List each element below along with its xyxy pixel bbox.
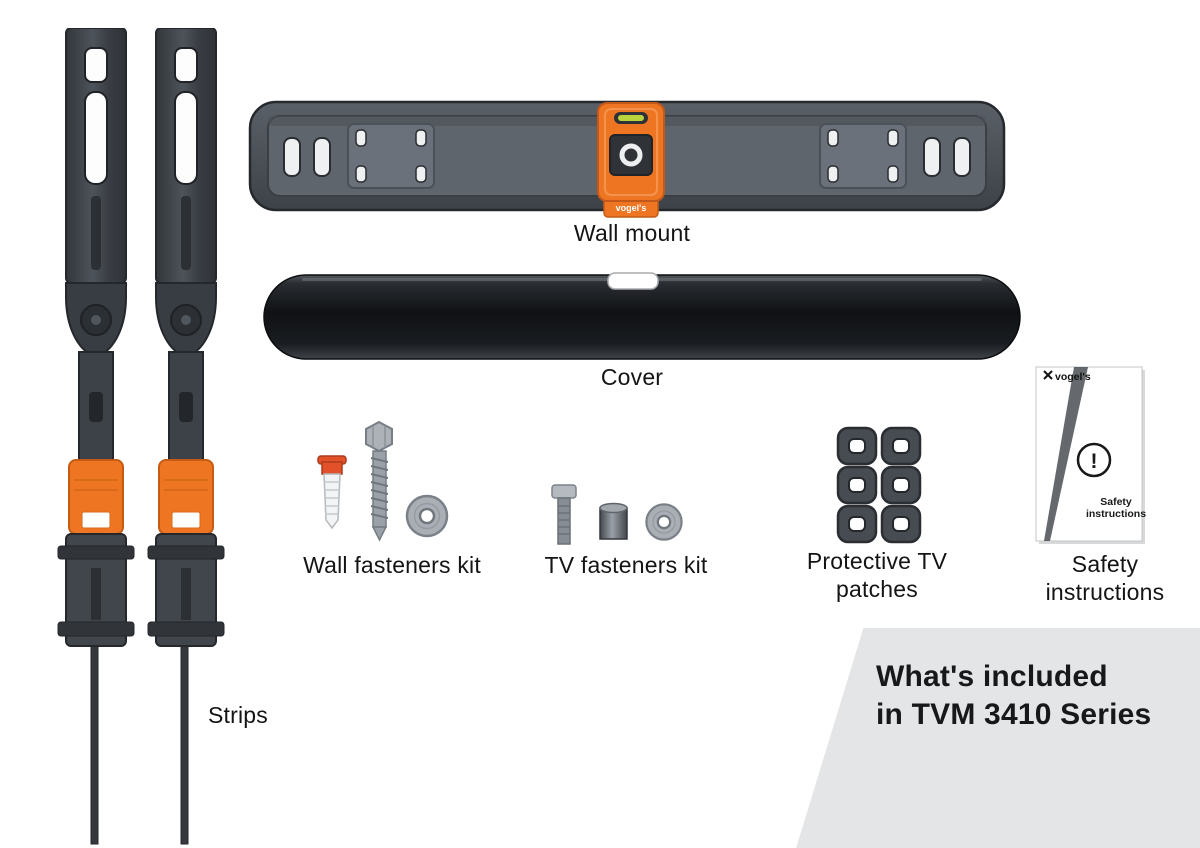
wall-mount-plate-left bbox=[347, 123, 435, 189]
strips-label: Strips bbox=[208, 702, 268, 728]
cover-illustration bbox=[263, 272, 1021, 360]
wall-mount-center-bracket: vogel's bbox=[597, 102, 665, 218]
wall-plug bbox=[317, 455, 347, 530]
cover-label: Cover bbox=[600, 364, 664, 390]
brand-x-icon bbox=[1043, 370, 1053, 380]
tv-spacer bbox=[599, 502, 628, 540]
wall-mount-plate-right bbox=[819, 123, 907, 189]
wall-fasteners-illustration bbox=[317, 420, 449, 542]
leaflet-title-line2: instructions bbox=[1086, 508, 1146, 520]
included-banner: What's included in TVM 3410 Series bbox=[796, 628, 1200, 848]
tv-fasteners-label: TV fasteners kit bbox=[544, 552, 708, 578]
protective-patches-illustration bbox=[836, 426, 922, 544]
tv-patch bbox=[836, 504, 878, 544]
warning-icon bbox=[1076, 442, 1112, 478]
banner-text: What's included in TVM 3410 Series bbox=[876, 658, 1151, 734]
cover-notch bbox=[607, 272, 659, 290]
tv-patch bbox=[836, 426, 878, 466]
tv-patch bbox=[880, 465, 922, 505]
leaflet-fold bbox=[1044, 367, 1088, 541]
tv-fasteners-illustration bbox=[551, 484, 683, 545]
tv-bolt bbox=[551, 484, 577, 545]
wall-washer bbox=[405, 494, 449, 538]
patches-label-line1: Protective TV bbox=[806, 548, 948, 574]
wall-mount-label: Wall mount bbox=[573, 220, 691, 246]
wall-screw bbox=[365, 420, 393, 542]
warning-glyph: ! bbox=[1091, 450, 1098, 473]
brand-logo-text: vogel's bbox=[1055, 371, 1091, 383]
safety-label-line1: Safety bbox=[1071, 551, 1139, 577]
banner-line2: in TVM 3410 Series bbox=[876, 698, 1152, 731]
patches-label-line2: patches bbox=[836, 576, 918, 602]
wall-fasteners-label: Wall fasteners kit bbox=[303, 552, 481, 578]
tv-washer bbox=[645, 503, 683, 541]
banner-line1: What's included bbox=[876, 660, 1108, 693]
bracket-brand-tag: vogel's bbox=[616, 203, 647, 213]
brand-logo: vogel's bbox=[1043, 370, 1091, 383]
tv-patch bbox=[836, 465, 878, 505]
wall-mount-end-slots-right bbox=[923, 137, 971, 177]
strip-left bbox=[57, 28, 135, 845]
leaflet-title-line1: Safety bbox=[1100, 496, 1132, 508]
wall-mount-end-slots-left bbox=[283, 137, 331, 177]
bracket-hole bbox=[609, 134, 653, 176]
tv-patch bbox=[880, 504, 922, 544]
tv-patch bbox=[880, 426, 922, 466]
safety-label-line2: instructions bbox=[1045, 579, 1165, 605]
safety-leaflet-illustration: vogel's ! Safety instructions bbox=[1035, 366, 1146, 544]
wall-mount-illustration: vogel's bbox=[248, 100, 1006, 218]
